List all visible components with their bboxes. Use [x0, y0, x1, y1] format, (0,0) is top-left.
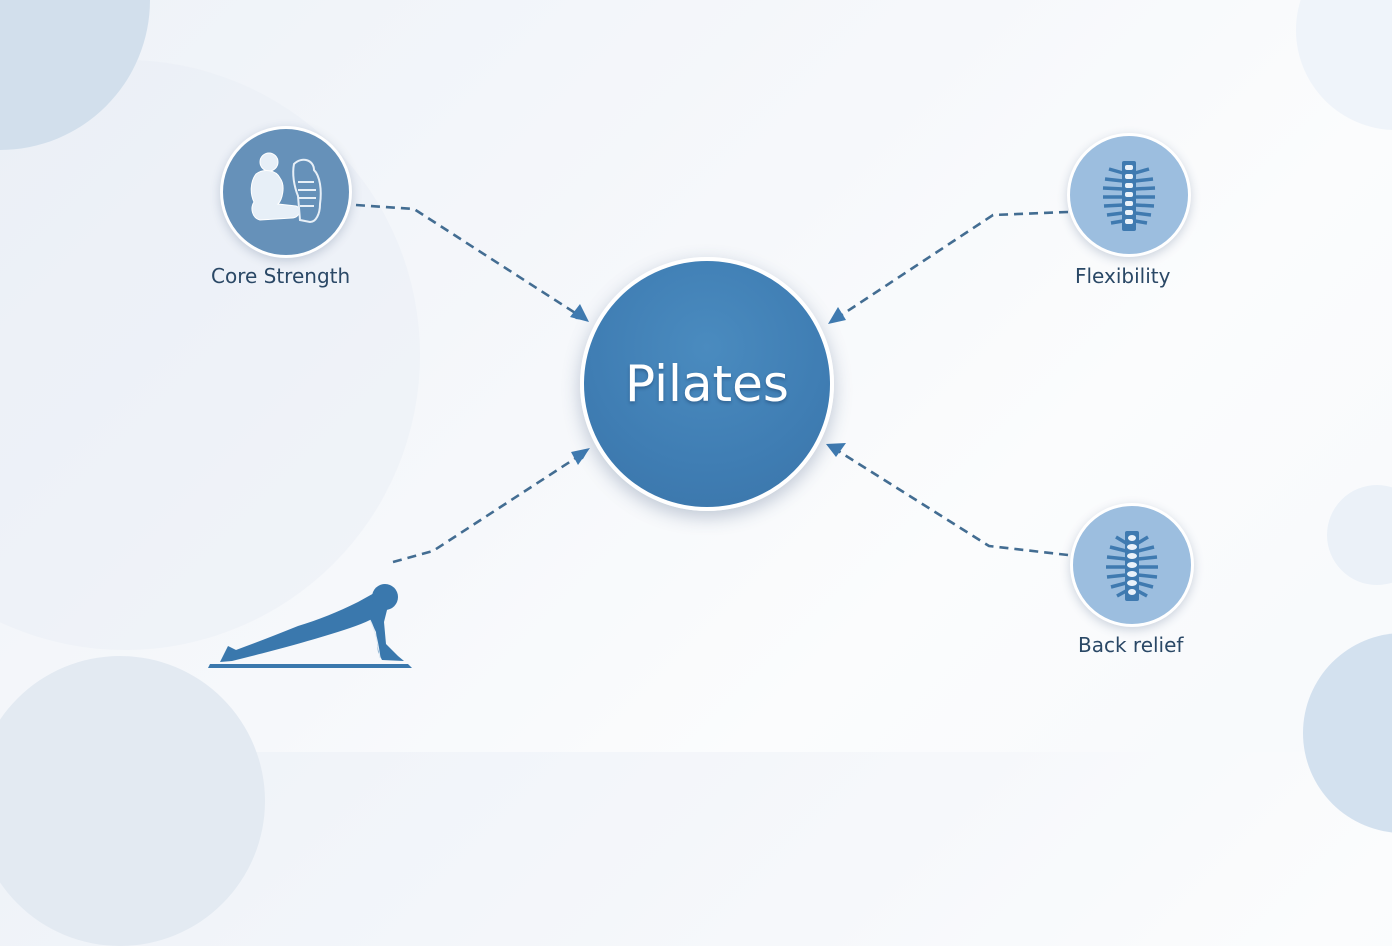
spine-icon [1102, 161, 1156, 231]
plank-pose-icon [208, 584, 412, 668]
flexibility-node [1067, 133, 1191, 257]
arrow-core-strength [355, 203, 587, 321]
arrow-plank [392, 449, 589, 564]
center-label: Pilates [625, 355, 789, 413]
pilates-center-node: Pilates [580, 257, 834, 511]
arrow-flexibility [830, 210, 1069, 323]
core-strength-label: Core Strength [211, 264, 351, 288]
connector-arrows [355, 203, 1069, 564]
core-strength-node [220, 126, 352, 258]
arrow-back-relief [828, 444, 1069, 557]
back-relief-label: Back relief [1078, 633, 1184, 657]
back-relief-node [1070, 503, 1194, 627]
flexibility-label: Flexibility [1075, 264, 1171, 288]
muscular-torso-icon [250, 152, 322, 224]
spine-icon [1106, 531, 1158, 601]
